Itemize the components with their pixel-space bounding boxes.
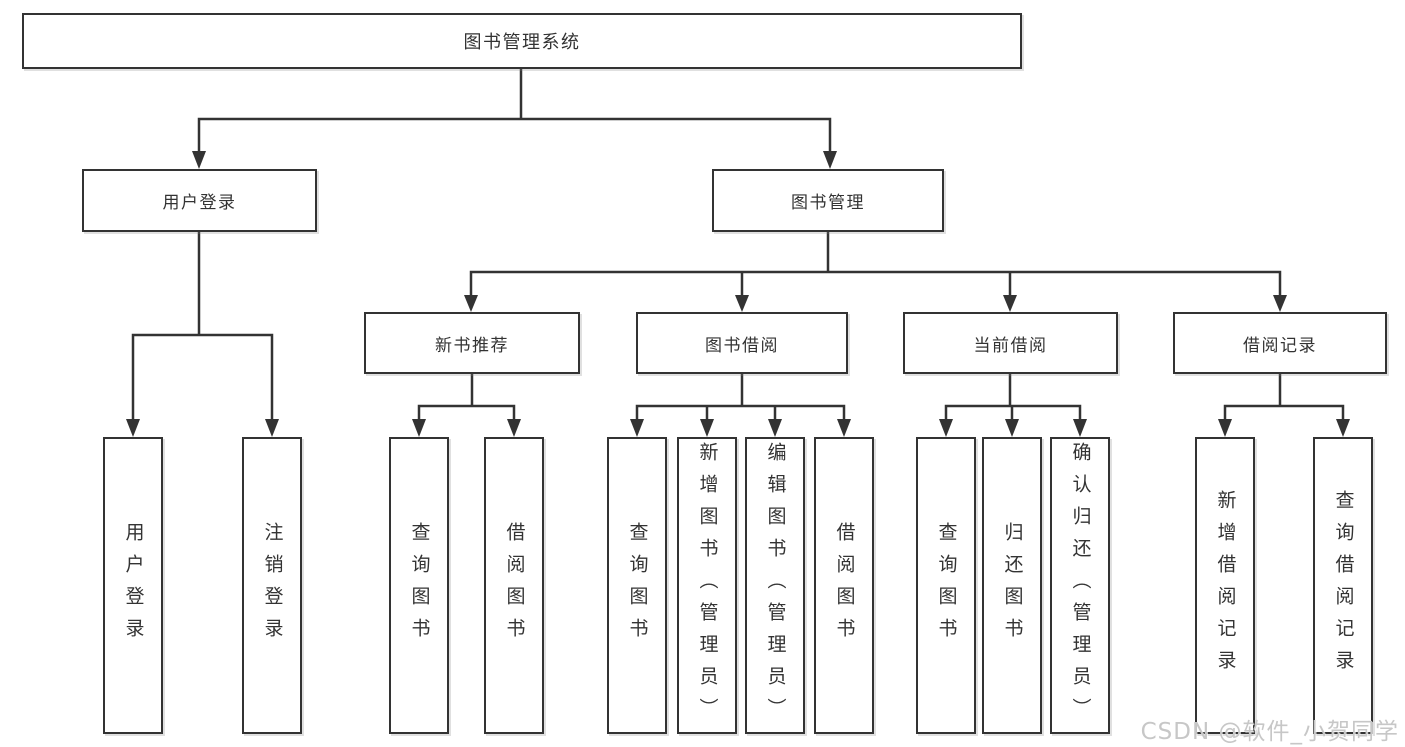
- arrowhead: [464, 295, 478, 312]
- arrowhead: [700, 419, 714, 437]
- arrowhead: [265, 419, 279, 437]
- leaf-add-borrow-record-label: 新增借阅记录: [1214, 489, 1237, 682]
- arrowhead: [412, 419, 426, 437]
- node-user-login-branch-label: 用户登录: [162, 193, 237, 213]
- leaf-query-borrow-record-label: 查询借阅记录: [1332, 489, 1355, 682]
- arrowhead: [823, 151, 837, 169]
- connector-user-login-to-children: [126, 230, 279, 437]
- arrowhead: [126, 419, 140, 437]
- node-book-borrowing-label: 图书借阅: [705, 335, 779, 356]
- node-current-borrowing-label: 当前借阅: [973, 335, 1048, 356]
- node-new-book-recommend-label: 新书推荐: [435, 335, 509, 356]
- leaf-query-books-borrowing: 查询图书: [607, 437, 667, 734]
- node-book-management-branch-label: 图书管理: [791, 193, 865, 213]
- connector-current-borrow-to-children: [939, 372, 1087, 437]
- leaf-user-login-label: 用户登录: [122, 521, 145, 650]
- leaf-query-books-current-label: 查询图书: [935, 521, 958, 650]
- leaf-logout: 注销登录: [242, 437, 302, 734]
- arrowhead: [1336, 419, 1350, 437]
- node-user-login-branch: 用户登录: [82, 169, 317, 232]
- leaf-borrow-books-recommend: 借阅图书: [484, 437, 544, 734]
- leaf-return-book: 归还图书: [982, 437, 1042, 734]
- leaf-add-book-admin: 新增图书（管理员）: [677, 437, 737, 734]
- arrowhead: [939, 419, 953, 437]
- leaf-edit-book-admin: 编辑图书（管理员）: [745, 437, 805, 734]
- node-borrowing-records: 借阅记录: [1173, 312, 1387, 374]
- leaf-borrow-books-borrowing: 借阅图书: [814, 437, 874, 734]
- arrowhead: [1003, 295, 1017, 312]
- arrowhead: [630, 419, 644, 437]
- arrowhead: [1273, 295, 1287, 312]
- arrowhead: [1218, 419, 1232, 437]
- connector-borrow-records-to-children: [1218, 372, 1350, 437]
- connector-root-to-level2: [192, 67, 837, 169]
- arrowhead: [837, 419, 851, 437]
- leaf-borrow-books-borrowing-label: 借阅图书: [833, 521, 856, 650]
- leaf-add-book-admin-label: 新增图书（管理员）: [696, 441, 719, 730]
- node-root-label: 图书管理系统: [463, 32, 581, 53]
- leaf-query-books-current: 查询图书: [916, 437, 976, 734]
- arrowhead: [768, 419, 782, 437]
- arrowhead: [192, 151, 206, 169]
- connector-new-book-rec-to-children: [412, 372, 521, 437]
- leaf-confirm-return-admin-label: 确认归还（管理员）: [1069, 441, 1092, 730]
- leaf-confirm-return-admin: 确认归还（管理员）: [1050, 437, 1110, 734]
- arrowhead: [507, 419, 521, 437]
- leaf-query-books-borrowing-label: 查询图书: [626, 521, 649, 650]
- watermark: CSDN @软件_小贺同学: [1140, 719, 1399, 745]
- arrowhead: [1005, 419, 1019, 437]
- arrowhead: [1073, 419, 1087, 437]
- leaf-user-login: 用户登录: [103, 437, 163, 734]
- node-book-borrowing: 图书借阅: [636, 312, 848, 374]
- leaf-return-book-label: 归还图书: [1001, 521, 1024, 650]
- leaf-borrow-books-recommend-label: 借阅图书: [503, 521, 526, 650]
- leaf-query-borrow-record: 查询借阅记录: [1313, 437, 1373, 734]
- leaf-query-books-recommend-label: 查询图书: [408, 521, 431, 650]
- node-borrowing-records-label: 借阅记录: [1243, 335, 1317, 356]
- leaf-logout-label: 注销登录: [261, 521, 284, 650]
- leaf-query-books-recommend: 查询图书: [389, 437, 449, 734]
- connector-book-mgmt-to-level3: [464, 230, 1287, 312]
- node-book-management-branch: 图书管理: [712, 169, 944, 232]
- leaf-add-borrow-record: 新增借阅记录: [1195, 437, 1255, 734]
- connector-book-borrow-to-children: [630, 372, 851, 437]
- leaf-edit-book-admin-label: 编辑图书（管理员）: [764, 441, 787, 730]
- node-current-borrowing: 当前借阅: [903, 312, 1118, 374]
- arrowhead: [735, 295, 749, 312]
- node-new-book-recommend: 新书推荐: [364, 312, 580, 374]
- node-root: 图书管理系统: [22, 13, 1022, 69]
